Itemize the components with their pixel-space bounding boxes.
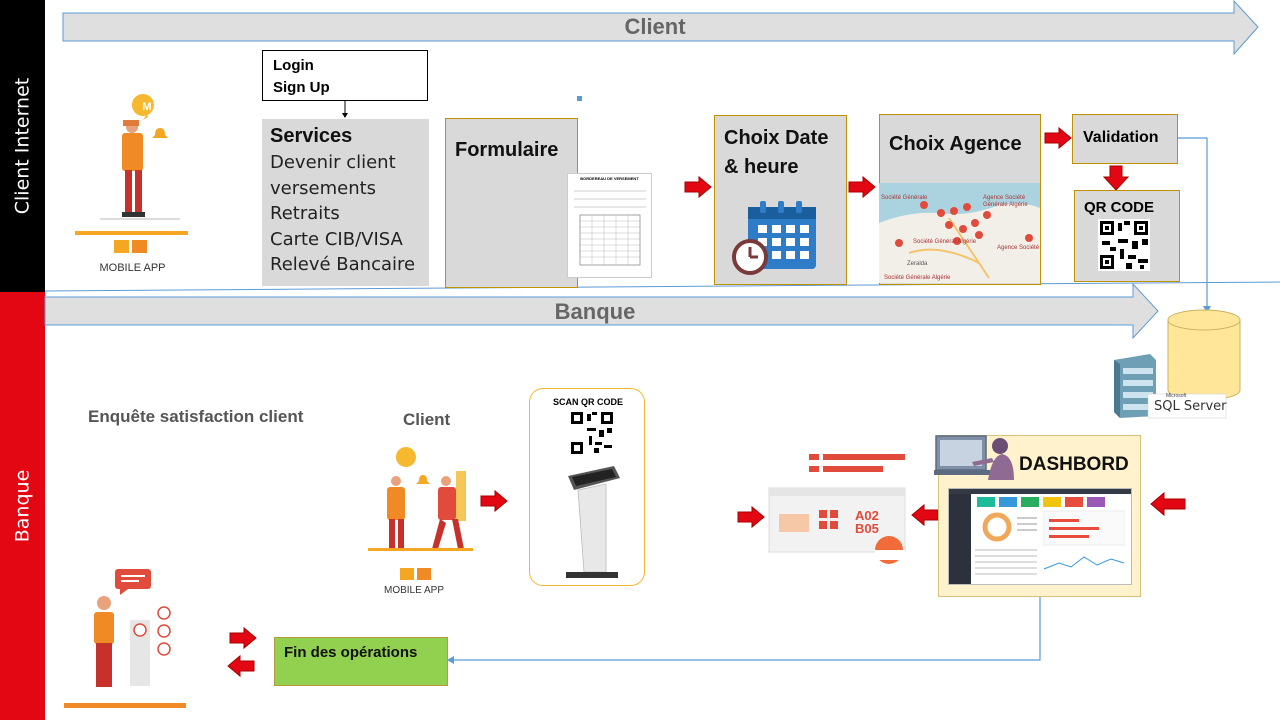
map-label: Agence Société: [997, 245, 1040, 251]
dashboard-title: DASHBORD: [1019, 454, 1129, 475]
validation-label: Validation: [1083, 129, 1159, 146]
map-label: Générale Algérie: [983, 202, 1028, 208]
flow-arrow-icon: [684, 175, 712, 199]
calendar-icon: [732, 201, 816, 275]
client-banner-label: Client: [624, 14, 686, 39]
flow-arrow-icon: [480, 489, 508, 513]
flow-arrow-down-icon: [1102, 165, 1130, 191]
agency-map: Société Générale Agence Société Générale…: [879, 183, 1040, 283]
choix-agence-title: Choix Agence: [889, 133, 1022, 155]
map-label: Zeralda: [907, 261, 928, 267]
kiosk-icon: [566, 466, 620, 578]
validation-box[interactable]: Validation: [1072, 114, 1178, 164]
sql-server-database: Microsoft SQL Server: [1110, 309, 1245, 420]
flow-arrow-left-icon: [911, 503, 939, 527]
person-phone-icon: M: [75, 94, 188, 253]
queue-ticket-icon: [768, 454, 906, 564]
server-rack-icon: [1114, 354, 1156, 418]
signup-label: Sign Up: [273, 79, 330, 96]
flow-arrow-icon: [229, 626, 257, 650]
flow-arrow-left-icon: [1150, 491, 1186, 517]
mobile-app-illustration: M MOBILE APP: [75, 90, 190, 280]
services-title: Services: [270, 125, 353, 147]
enquete-satisfaction-label: Enquête satisfaction client: [88, 407, 304, 426]
formulaire-title: Formulaire: [455, 139, 559, 161]
map-label: Agence Société: [983, 195, 1026, 201]
dashboard-preview-image: [949, 489, 1131, 584]
bordereau-header: BORDEREAU DE VERSEMENT: [580, 176, 639, 181]
services-box[interactable]: Services Devenir client versements Retra…: [262, 119, 429, 286]
fin-operations-label: Fin des opérations: [284, 644, 418, 661]
map-label: Société Générale Algérie: [884, 275, 951, 281]
map-image: [879, 183, 1040, 283]
lane-label-banque: Banque: [0, 292, 45, 720]
survey-person-icon: [64, 569, 186, 708]
formulaire-box[interactable]: Formulaire: [445, 118, 578, 288]
ticket-number-line1: A02: [855, 508, 879, 523]
choix-date-box[interactable]: Choix Date & heure: [714, 115, 847, 285]
services-item: versements: [270, 177, 377, 199]
flow-arrow-left-icon: [227, 654, 255, 678]
banque-banner-arrow: [44, 282, 1159, 340]
choix-date-line1: Choix Date: [724, 127, 829, 149]
clients-illustration: MOBILE APP: [368, 445, 478, 600]
map-label: Société Générale: [881, 195, 928, 201]
bordereau-document-image: BORDEREAU DE VERSEMENT: [567, 173, 652, 278]
flow-arrow-icon: [1044, 126, 1072, 150]
ticket-number-line2: B05: [855, 521, 879, 536]
qr-code-icon: [1098, 219, 1150, 271]
services-item: Retraits: [270, 203, 340, 224]
services-item: Relevé Bancaire: [270, 254, 416, 275]
flow-arrow-icon: [737, 505, 765, 529]
login-box[interactable]: Login Sign Up: [262, 50, 428, 101]
client-label: Client: [403, 410, 451, 429]
qr-code-icon: [570, 411, 614, 455]
qr-code-box: QR CODE: [1074, 190, 1180, 282]
banque-banner-label: Banque: [554, 299, 636, 324]
services-item: Devenir client: [270, 152, 396, 173]
lane-label-client-internet: Client Internet: [0, 0, 45, 292]
services-item: Carte CIB/VISA: [270, 228, 403, 250]
choix-date-line2: & heure: [724, 156, 799, 178]
login-label: Login: [273, 57, 314, 74]
svg-text:M: M: [142, 101, 151, 113]
sql-server-small-label: Microsoft: [1166, 393, 1187, 399]
sql-server-label: SQL Server: [1154, 399, 1227, 414]
map-label: Société Général Algérie: [913, 239, 977, 245]
ticket-illustration: A02 B05: [767, 452, 912, 564]
client-banner-arrow: [62, 0, 1259, 56]
mobile-app-label: MOBILE APP: [383, 585, 445, 596]
mobile-app-label: MOBILE APP: [99, 262, 166, 274]
document-grid-icon: [574, 190, 646, 266]
scan-qr-label: SCAN QR CODE: [552, 397, 623, 407]
dashboard-screenshot: [948, 488, 1132, 585]
database-icon: [1114, 309, 1241, 419]
analyst-workstation-icon: [934, 435, 1014, 480]
flow-arrow-icon: [848, 175, 876, 199]
scan-qr-kiosk-box: SCAN QR CODE: [529, 388, 645, 586]
qr-code-label: QR CODE: [1084, 199, 1155, 216]
fin-operations-box[interactable]: Fin des opérations: [274, 637, 448, 686]
people-walking-icon: [368, 447, 473, 580]
